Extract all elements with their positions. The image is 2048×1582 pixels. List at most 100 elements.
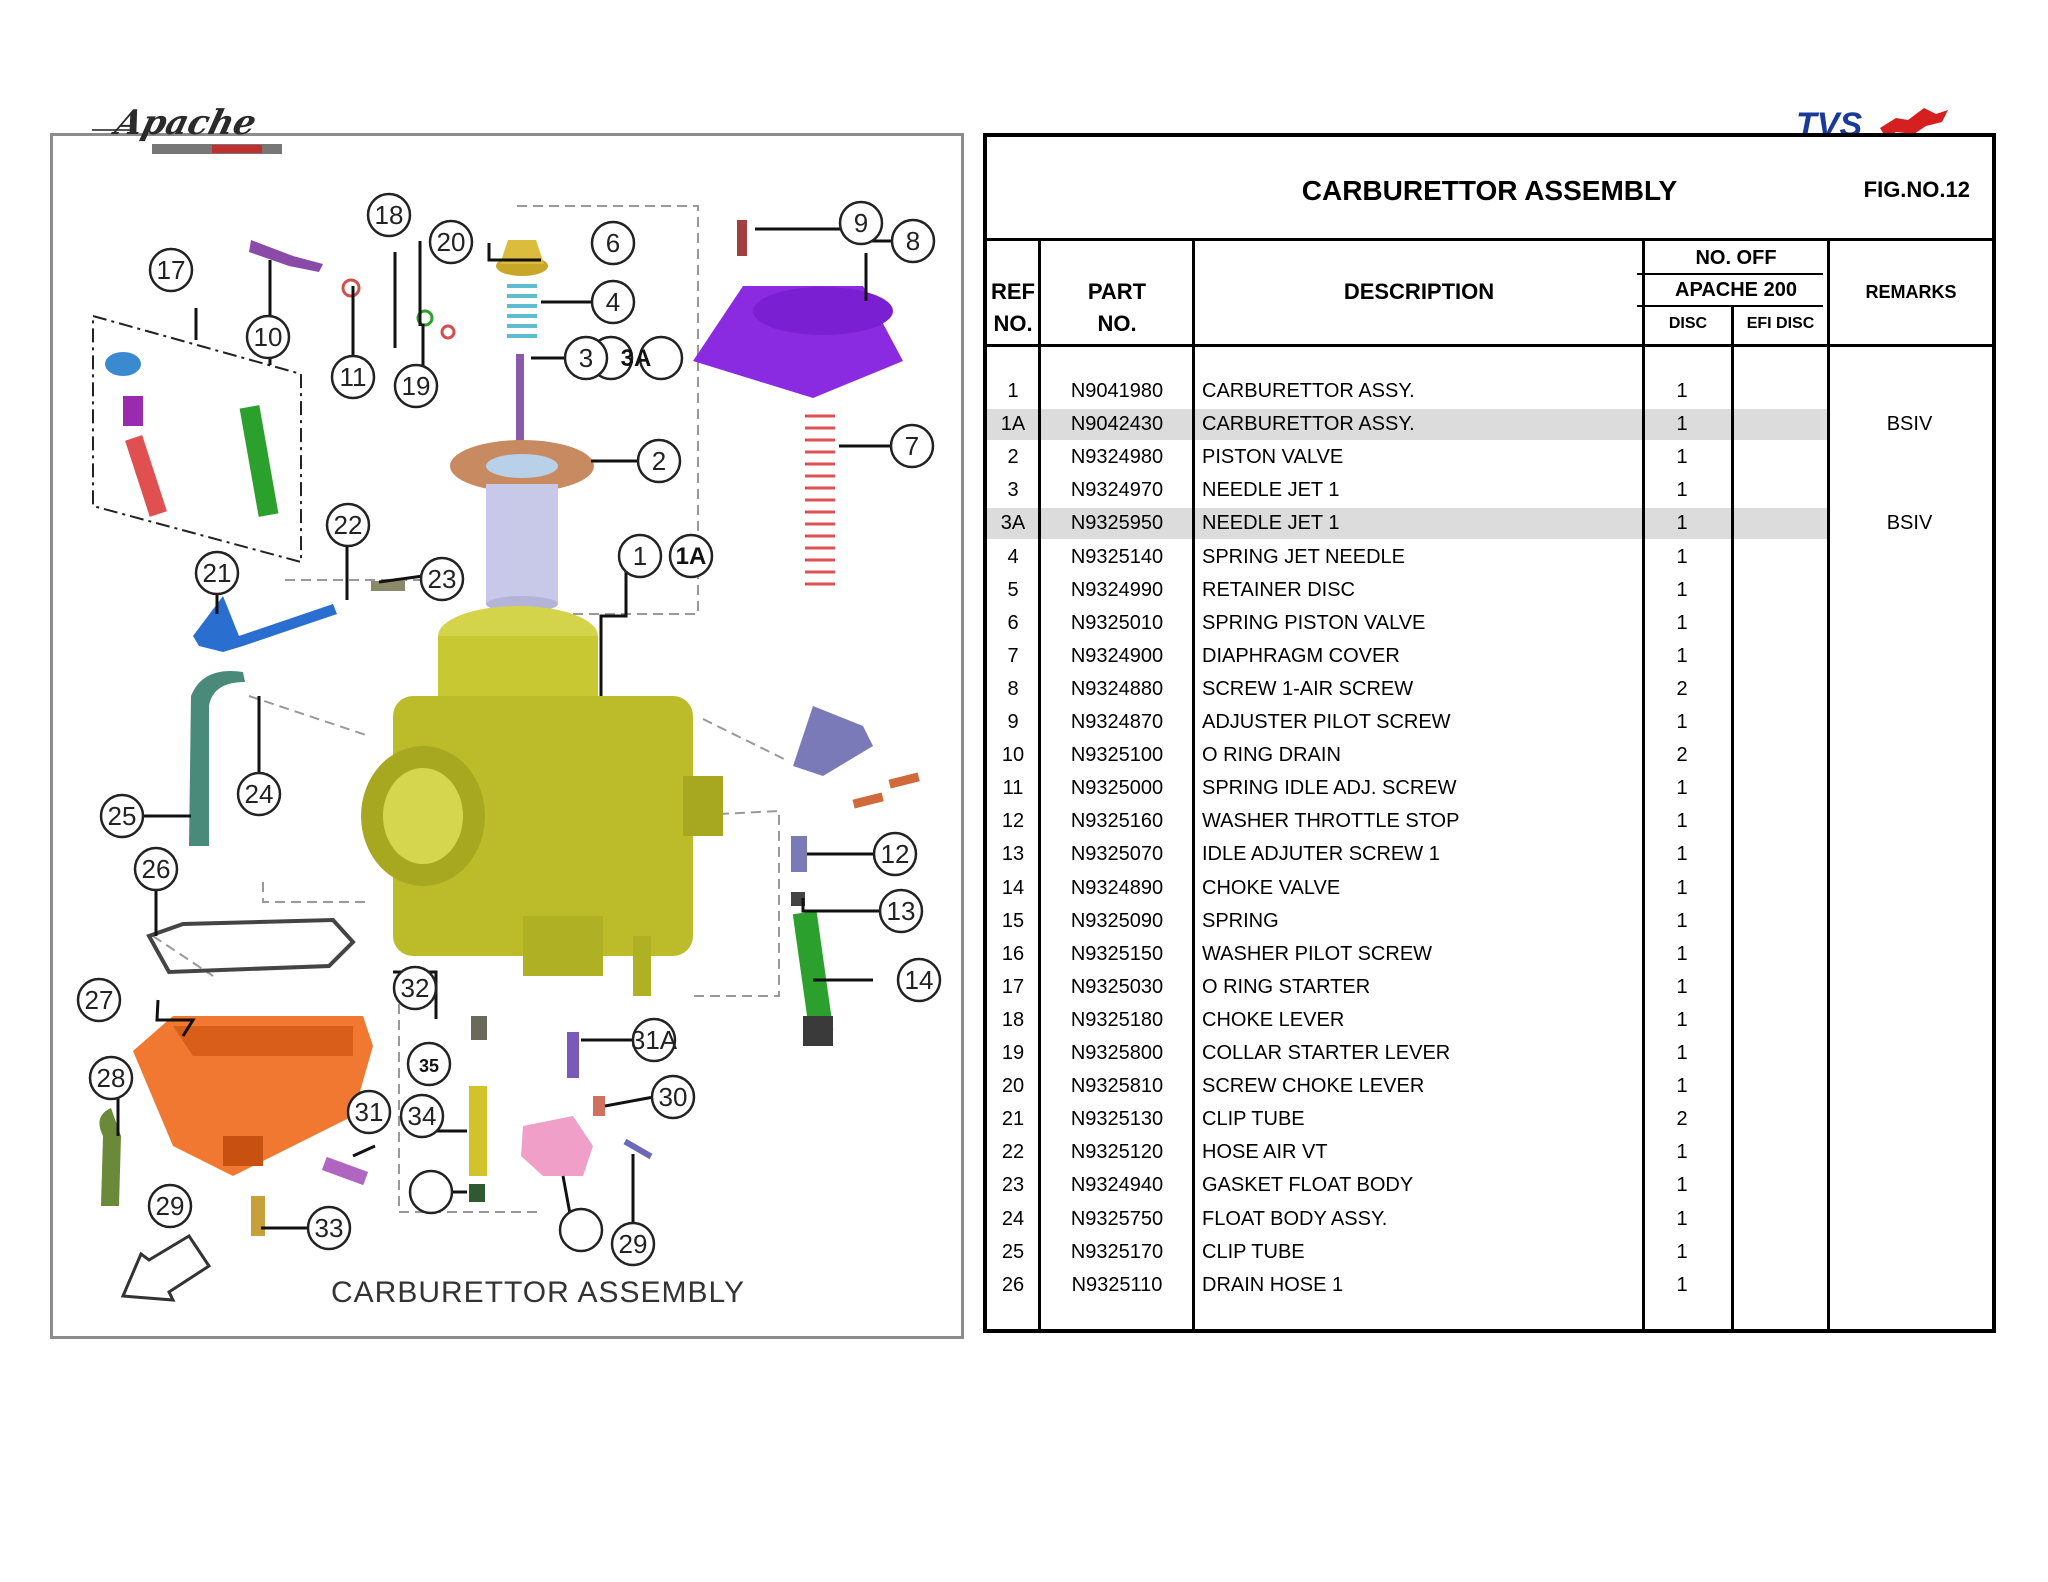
callout-13: 14 <box>905 965 934 995</box>
description-cell: DIAPHRAGM COVER <box>1202 645 1400 667</box>
ref-cell: 11 <box>1002 777 1024 799</box>
ref-cell: 17 <box>1001 976 1025 998</box>
ref-cell: 26 <box>1001 1274 1025 1296</box>
ref-cell: 18 <box>1001 1009 1025 1031</box>
model-divider <box>1637 305 1823 307</box>
screw-33-part <box>567 1032 579 1078</box>
ref-cell: 22 <box>1001 1141 1025 1163</box>
part-number-cell: N9325750 <box>1070 1208 1164 1230</box>
callout-14: 17 <box>157 255 186 285</box>
ref-cell: 16 <box>1001 943 1025 965</box>
col-rule-3 <box>1642 238 1645 1329</box>
ref-cell: 19 <box>1001 1042 1025 1064</box>
description-cell: FLOAT BODY ASSY. <box>1202 1208 1388 1230</box>
choke-plunger-part <box>239 405 279 517</box>
row-shade-3a-part <box>1041 508 1192 539</box>
callout-6: 7 <box>905 431 919 461</box>
description-cell: SPRING JET NEEDLE <box>1202 546 1406 568</box>
ref-cell: 1 <box>1007 380 1019 402</box>
description-cell: WASHER PILOT SCREW <box>1202 943 1433 965</box>
no-off-divider <box>1637 273 1823 275</box>
gasket-float-body-part <box>146 917 356 975</box>
qty-disc-cell: 1 <box>1676 546 1688 568</box>
callout-3: 3 <box>579 343 593 373</box>
part-number-cell: N9325950 <box>1070 512 1164 534</box>
qty-disc-cell: 1 <box>1676 512 1688 534</box>
callout-19: 22 <box>334 510 363 540</box>
remarks-cell <box>1827 1169 1992 1202</box>
qty-disc-cell: 1 <box>1676 877 1688 899</box>
col-rule-5 <box>1827 238 1830 1329</box>
efi-disc-header: EFI DISC <box>1746 315 1815 332</box>
exploded-diagram: 18 20 6 4 3 3A 2 9 8 7 17 10 11 19 22 21… <box>76 192 942 1302</box>
description-cell: COLLAR STARTER LEVER <box>1202 1042 1451 1064</box>
part-number-cell: N9325150 <box>1070 943 1164 965</box>
adjuster-pilot-screw-part <box>249 240 323 272</box>
description-cell: SPRING <box>1202 910 1279 932</box>
ref-header-1: REF <box>991 279 1035 304</box>
spring-idle-adj-part <box>791 836 807 872</box>
ref-cell: 9 <box>1007 711 1019 733</box>
part-number-cell: N9325000 <box>1070 777 1164 799</box>
remarks-cell <box>1827 838 1992 871</box>
svg-text:Apache: Apache <box>108 103 260 142</box>
main-jet-part <box>469 1086 487 1176</box>
ref-cell: 21 <box>1001 1108 1025 1130</box>
ref-cell: 10 <box>1001 744 1025 766</box>
page-title: CARBURETTOR ASSEMBLY <box>1301 175 1678 206</box>
description-cell: ADJUSTER PILOT SCREW <box>1202 711 1451 733</box>
callout-26: 29 <box>156 1191 185 1221</box>
part-number-cell: N9325810 <box>1070 1075 1164 1097</box>
remarks-cell <box>1827 872 1992 905</box>
ref-cell: 24 <box>1001 1208 1025 1230</box>
throttle-screw-b <box>852 792 884 809</box>
qty-disc-cell: 1 <box>1676 1208 1688 1230</box>
part-number-cell: N9325030 <box>1070 976 1164 998</box>
remarks-cell <box>1827 441 1992 474</box>
ref-cell: 4 <box>1007 546 1019 568</box>
forward-arrow-icon <box>120 1233 212 1302</box>
choke-valve-part <box>123 396 143 426</box>
part-number-cell: N9324940 <box>1070 1174 1164 1196</box>
callout-7: 8 <box>906 226 920 256</box>
description-cell: RETAINER DISC <box>1202 579 1355 601</box>
figure-number: FIG.NO.12 <box>1863 177 1970 202</box>
remarks-cell <box>1827 706 1992 739</box>
callout-31A: 35 <box>419 1056 439 1076</box>
ref-cell: 5 <box>1007 579 1019 601</box>
callout-8: 9 <box>854 208 868 238</box>
ref-cell: 2 <box>1007 446 1019 468</box>
qty-disc-cell: 1 <box>1676 1042 1688 1064</box>
row-shade-3a-efi <box>1734 508 1827 539</box>
description-cell: O RING STARTER <box>1202 976 1371 998</box>
air-screw-left <box>737 220 747 256</box>
piston-valve-part <box>450 440 594 612</box>
part-number-cell: N9325100 <box>1070 744 1164 766</box>
callout-labels: 18 20 6 4 3 3A 2 9 8 7 17 10 11 19 22 21… <box>85 200 934 1259</box>
callout-21: 24 <box>245 779 274 809</box>
jet-holder-part <box>469 1184 485 1202</box>
part-number-cell: N9325800 <box>1070 1042 1164 1064</box>
part-number-cell: N9041980 <box>1070 380 1164 402</box>
qty-disc-cell: 1 <box>1676 843 1688 865</box>
ref-cell: 3 <box>1007 479 1019 501</box>
ref-cell: 13 <box>1001 843 1025 865</box>
part-header-2: NO. <box>1097 311 1137 336</box>
part-number-cell: N9042430 <box>1070 413 1164 435</box>
part-number-cell: N9324970 <box>1070 479 1164 501</box>
remarks-cell <box>1827 739 1992 772</box>
throttle-bracket-part <box>793 706 873 776</box>
remarks-cell <box>1827 905 1992 938</box>
float-body-assy-part <box>133 1016 373 1176</box>
callout-28: 31 <box>355 1097 384 1127</box>
qty-disc-cell: 1 <box>1676 711 1688 733</box>
description-cell: SPRING IDLE ADJ. SCREW <box>1202 777 1457 799</box>
description-cell: IDLE ADJUTER SCREW 1 <box>1202 843 1440 865</box>
callout-2: 2 <box>652 446 666 476</box>
carburettor-body-part <box>361 606 723 996</box>
remarks-cell <box>1827 541 1992 574</box>
ref-cell: 8 <box>1007 678 1019 700</box>
callout-10: 11 <box>340 362 367 392</box>
qty-disc-cell: 2 <box>1676 1108 1688 1130</box>
remarks-cell <box>1827 1004 1992 1037</box>
